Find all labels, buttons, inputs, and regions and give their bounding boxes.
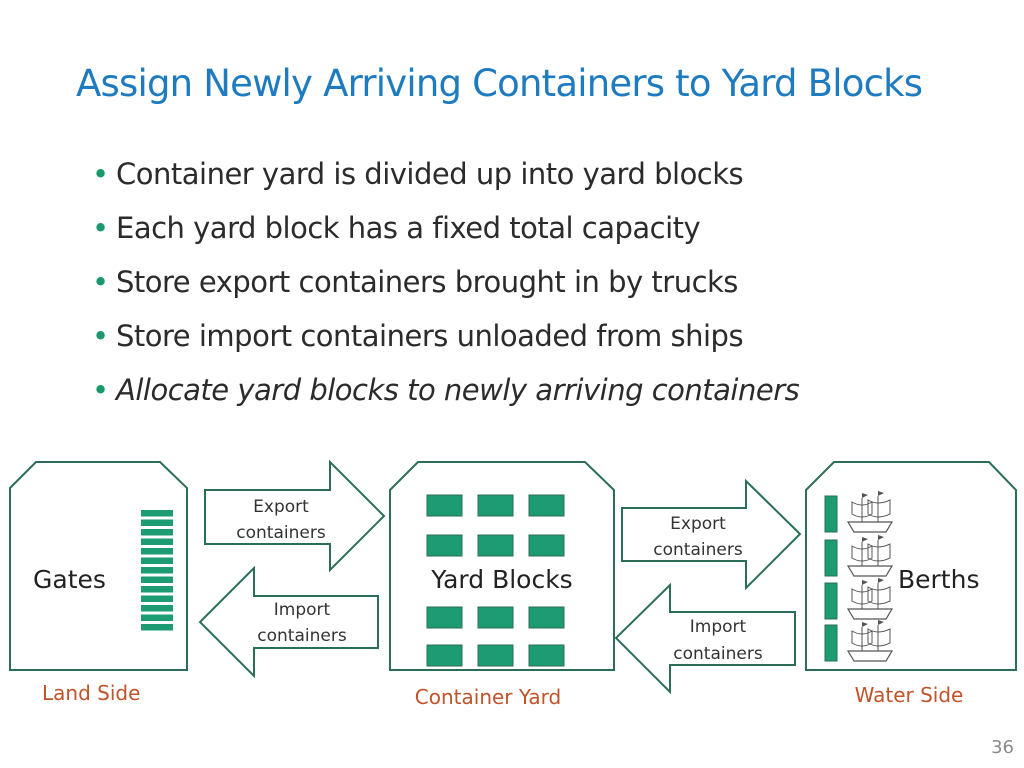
gate-lane-bar [141,605,173,612]
right-import-line1: Import [690,617,747,637]
left-export-line2: containers [236,523,326,543]
left-import-line2: containers [257,626,347,646]
bullet-dot-icon: • [92,265,109,299]
berths-label: Berths [898,565,979,594]
ship-icon [846,620,894,662]
gate-lanes-icon [141,510,173,631]
yard-block [528,644,565,667]
gate-lane-bar [141,586,173,593]
bullet-dot-icon: • [92,373,109,407]
bullet-item: •Store import containers unloaded from s… [92,312,799,366]
gate-lane-bar [141,538,173,545]
berth-dock [824,495,838,533]
right-export-line2: containers [653,540,743,560]
left-export-line1: Export [253,497,309,517]
gate-lane-bar [141,557,173,564]
gate-lane-bar [141,595,173,602]
berth-dock [824,539,838,577]
gate-lane-bar [141,529,173,536]
left-export-arrow [204,459,386,573]
yard-blocks-label: Yard Blocks [430,565,572,594]
yard-block [477,606,514,629]
gate-lane-bar [141,567,173,574]
gate-lane-bar [141,548,173,555]
yard-block [528,534,565,557]
yard-block [477,644,514,667]
right-import-line2: containers [673,644,763,664]
berths-box [805,461,1017,671]
bullet-list: •Container yard is divided up into yard … [92,150,800,420]
ship-icon [846,491,894,533]
water-side-label: Water Side [855,683,964,707]
berth-dock [824,582,838,620]
container-yard-label: Container Yard [415,685,561,709]
bullet-item: •Allocate yard blocks to newly arriving … [92,366,800,420]
yard-block [426,494,463,517]
yard-block [426,534,463,557]
right-export-line1: Export [670,514,726,534]
page-number: 36 [991,737,1014,758]
yard-block [528,606,565,629]
yard-block [426,606,463,629]
right-import-arrow [614,582,796,695]
yard-block [477,534,514,557]
yard-block [426,644,463,667]
land-side-label: Land Side [42,681,140,705]
ship-icon [846,535,894,577]
berth-docks [824,491,894,662]
gate-lane-bar [141,624,173,631]
yard-block [477,494,514,517]
gate-lane-bar [141,519,173,526]
bullet-dot-icon: • [92,157,109,191]
gate-lane-bar [141,510,173,517]
slide-title: Assign Newly Arriving Containers to Yard… [76,62,923,105]
bullet-item: •Store export containers brought in by t… [92,258,799,312]
gates-label: Gates [33,565,106,594]
yard-block-grid [426,494,565,667]
bullet-dot-icon: • [92,211,109,245]
bullet-item: •Each yard block has a fixed total capac… [92,204,799,258]
yard-block [528,494,565,517]
left-import-line1: Import [274,600,331,620]
gate-lane-bar [141,576,173,583]
right-export-arrow [621,478,802,591]
gate-lane-bar [141,614,173,621]
bullet-item: •Container yard is divided up into yard … [92,150,799,204]
berth-dock [824,624,838,662]
ship-icon [846,578,894,620]
left-import-arrow [198,565,379,679]
bullet-dot-icon: • [92,319,109,353]
